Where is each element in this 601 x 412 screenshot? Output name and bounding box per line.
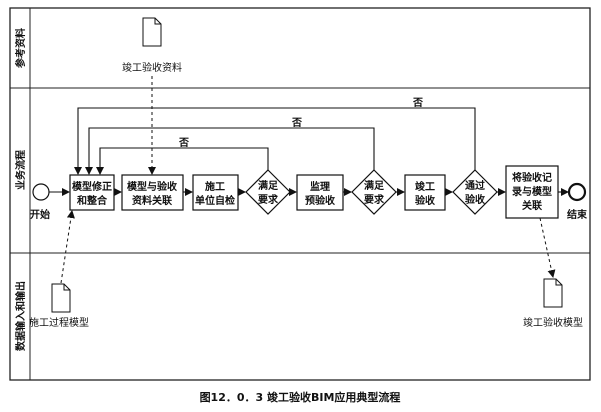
step-text-supervision-2: 预验收 (305, 194, 335, 207)
loop-label-no-mid: 否 (291, 117, 302, 129)
document-label-completion-acceptance-model: 竣工验收模型 (523, 316, 583, 329)
step-text-model-revise-1: 模型修正 (72, 180, 112, 193)
step-text-construction-1: 施工 (205, 180, 225, 193)
decision-diamond-pass (452, 169, 498, 215)
start-event (32, 183, 50, 201)
document-icon-completion-acceptance-data (142, 17, 162, 47)
step-text-model-link-2: 资料关联 (132, 194, 172, 207)
step-box-model-revise (69, 174, 115, 211)
decision-diamond-meet-req-a (245, 169, 291, 215)
step-text-completion-1: 竣工 (415, 180, 435, 193)
decision-text-pass-2: 验收 (465, 193, 485, 206)
decision-text-meet-req-b-2: 要求 (364, 193, 385, 206)
start-label: 开始 (30, 208, 50, 221)
swimlane-frame (9, 7, 591, 381)
end-event (567, 182, 587, 202)
decision-diamond-meet-req-b (351, 169, 397, 215)
feedback-loops (74, 107, 476, 175)
document-label-completion-acceptance-data: 竣工验收资料 (122, 61, 182, 74)
figure-caption: 图12．0．3 竣工验收BIM应用典型流程 (200, 390, 401, 404)
lane-label-reference: 参考资料 (14, 28, 27, 68)
document-label-construction-process-model: 施工过程模型 (29, 316, 89, 329)
decision-text-pass-1: 通过 (465, 179, 485, 192)
step-text-model-link-1: 模型与验收 (127, 180, 177, 193)
step-text-record-link-1: 将验收记 (512, 171, 552, 184)
step-text-record-link-2: 录与模型 (512, 185, 552, 198)
step-box-completion (404, 174, 446, 211)
lane-label-data-io: 数据输入和输出 (14, 281, 27, 351)
document-icon-construction-process-model (51, 283, 71, 313)
decision-text-meet-req-b-1: 满足 (364, 179, 385, 192)
step-text-completion-2: 验收 (415, 194, 435, 207)
step-text-model-revise-2: 和整合 (76, 194, 108, 207)
decision-text-meet-req-a-1: 满足 (258, 179, 279, 192)
dashed-connector-output (539, 217, 556, 278)
loop-label-no-top: 否 (412, 97, 423, 109)
step-box-supervision (296, 174, 344, 211)
step-box-record-link (505, 165, 559, 219)
lane-label-business: 业务流程 (14, 150, 27, 190)
end-label: 结束 (567, 208, 588, 221)
step-text-construction-2: 单位自检 (195, 194, 235, 207)
step-text-supervision-1: 监理 (310, 180, 330, 193)
step-text-record-link-3: 关联 (522, 199, 542, 212)
step-box-construction (192, 174, 239, 211)
dashed-connector-input (60, 210, 75, 284)
decision-text-meet-req-a-2: 要求 (258, 193, 279, 206)
loop-label-no-low: 否 (178, 137, 189, 149)
document-icon-completion-acceptance-model (543, 278, 563, 308)
